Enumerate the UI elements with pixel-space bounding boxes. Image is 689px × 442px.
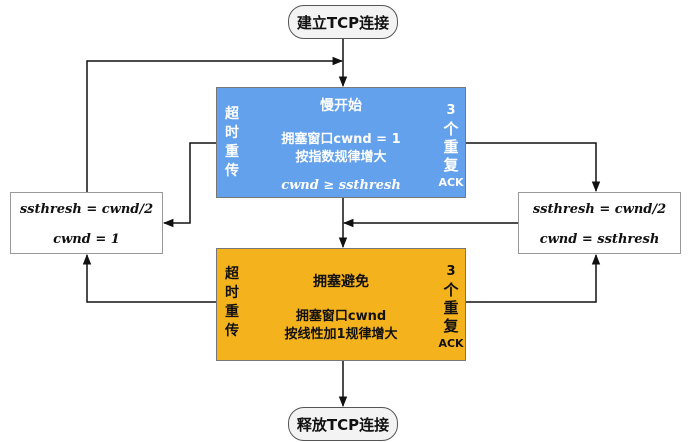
dupack-update-box: ssthresh = cwnd/2 cwnd = ssthresh <box>518 192 681 254</box>
slow-start-title: 慢开始 <box>320 98 362 114</box>
avoidance-title: 拥塞避免 <box>313 274 369 290</box>
start-terminal: 建立TCP连接 <box>288 5 398 39</box>
avoidance-timeout-label: 超 时 重 传 <box>225 266 239 339</box>
arrow-avoidance-timeout <box>82 253 216 303</box>
dupack-cwnd-rule: cwnd = ssthresh <box>539 232 660 247</box>
slow-start-state: 慢开始 拥塞窗口cwnd = 1 按指数规律增大 cwnd ≥ ssthresh… <box>216 87 466 198</box>
arrow-slowstart-timeout <box>162 142 216 228</box>
avoidance-dupack-label: 3 个 重 复 ACK <box>438 264 464 350</box>
slow-start-line1: 拥塞窗口cwnd = 1 <box>281 132 401 147</box>
arrow-timeout-box-to-slowstart <box>86 56 344 192</box>
timeout-cwnd-rule: cwnd = 1 <box>53 232 120 247</box>
congestion-avoidance-state: 拥塞避免 拥塞窗口cwnd 按线性加1规律增大 超 时 重 传 3 个 重 复 … <box>216 248 466 361</box>
arrow-avoidance-dupack <box>466 253 601 303</box>
avoidance-line1: 拥塞窗口cwnd <box>295 309 387 324</box>
end-label: 释放TCP连接 <box>296 415 390 434</box>
slow-start-timeout-label: 超 时 重 传 <box>225 106 239 179</box>
slow-start-condition: cwnd ≥ ssthresh <box>281 178 401 193</box>
start-label: 建立TCP连接 <box>296 13 390 32</box>
slow-start-dupack-label: 3 个 重 复 ACK <box>438 103 464 189</box>
slow-start-line2: 按指数规律增大 <box>295 150 387 165</box>
dupack-ssthresh-rule: ssthresh = cwnd/2 <box>532 202 667 217</box>
end-terminal: 释放TCP连接 <box>288 407 398 441</box>
timeout-update-box: ssthresh = cwnd/2 cwnd = 1 <box>10 192 163 254</box>
timeout-ssthresh-rule: ssthresh = cwnd/2 <box>19 202 154 217</box>
arrow-slowstart-dupack <box>466 142 601 193</box>
avoidance-line2: 按线性加1规律增大 <box>284 327 398 342</box>
